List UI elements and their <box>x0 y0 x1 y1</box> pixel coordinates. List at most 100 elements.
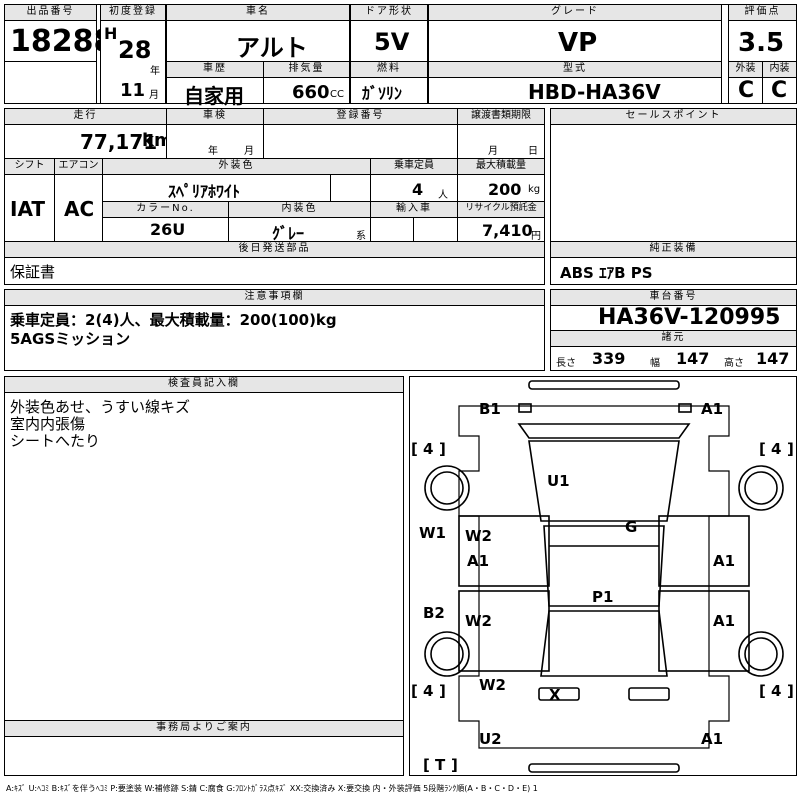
aircon-cell <box>54 174 103 242</box>
notes-line-2: 5AGSミッション <box>10 330 131 348</box>
svg-text:]: ] <box>439 440 446 458</box>
fuel: ｶﾞｿﾘﾝ <box>362 84 403 103</box>
sales-block <box>550 108 797 285</box>
color-no-label: カラーNo. <box>102 201 229 218</box>
car-name: アルト <box>236 34 308 62</box>
tire-left-bottom: 4 <box>423 682 433 700</box>
inspection-year-unit: 年 <box>208 146 218 157</box>
tire-spare: T <box>435 756 446 774</box>
max-load-cell <box>457 174 545 202</box>
height-label: 高さ <box>724 358 744 369</box>
inspector-label: 検査員記入欄 <box>4 376 404 393</box>
int-color-label: 内装色 <box>228 201 371 218</box>
fuel-cell <box>350 77 428 104</box>
mark-u1: U1 <box>547 472 570 490</box>
svg-text:[: [ <box>411 682 418 700</box>
width: 147 <box>676 349 710 368</box>
era: H <box>104 24 118 43</box>
year-unit: 年 <box>150 66 160 77</box>
max-load: 200 <box>488 180 522 199</box>
svg-text:]: ] <box>451 756 458 774</box>
inspector-line-2: 室内内張傷 <box>10 415 86 433</box>
lot-blank <box>4 61 97 104</box>
capacity-label: 乗車定員 <box>370 158 458 175</box>
mark-p1: P1 <box>592 588 613 606</box>
history-label: 車歴 <box>166 61 264 78</box>
later-parts-label: 後日発送部品 <box>4 241 545 258</box>
inspector-line-1: 外装色あせ、うすい線キズ <box>10 398 191 416</box>
score-value: 3.5 <box>738 28 785 58</box>
legend: A:ｷｽﾞ U:ﾍｺﾐ B:ｷｽﾞを伴うﾍｺﾐ P:要塗装 W:補修跡 S:錆 … <box>6 784 538 793</box>
mark-a1-br: A1 <box>701 730 723 748</box>
diagram-block <box>409 376 797 776</box>
svg-text:[: [ <box>759 682 766 700</box>
office-label: 事務局よりご案内 <box>4 720 404 737</box>
mark-a1-l: A1 <box>467 552 489 570</box>
door-label: ドア形状 <box>350 4 428 21</box>
color-no: 26U <box>150 220 186 239</box>
reg-month: 11 <box>120 80 146 101</box>
interior-label: 内装 <box>762 61 797 78</box>
reg-year: 28 <box>118 36 152 64</box>
shift-label: シフト <box>4 158 55 175</box>
grade: VP <box>558 28 598 58</box>
exterior-cell <box>728 77 763 104</box>
aircon-label: エアコン <box>54 158 103 175</box>
grade-cell <box>428 20 722 62</box>
sales-point-label: セールスポイント <box>550 108 797 125</box>
inspector-line-3: シートへたり <box>10 432 101 450</box>
interior-score: C <box>771 78 788 103</box>
lot-number: 18288 <box>10 24 115 59</box>
length: 339 <box>592 349 626 368</box>
capacity-unit: 人 <box>438 190 448 201</box>
chassis-label: 車台番号 <box>550 289 797 306</box>
mileage-unit: km <box>142 130 173 151</box>
mark-a1-tr: A1 <box>701 400 723 418</box>
lot-label: 出品番号 <box>4 4 97 21</box>
ext-color-label: 外装色 <box>102 158 371 175</box>
exterior-score: C <box>738 78 755 103</box>
exterior-label: 外装 <box>728 61 763 78</box>
tire-right-top: 4 <box>771 440 781 458</box>
capacity: 4 <box>412 180 424 199</box>
import-cell-2 <box>413 217 458 242</box>
genuine-equip: ABS ｴｱB PS <box>560 264 653 282</box>
displacement: 660 <box>292 82 330 103</box>
height: 147 <box>756 349 790 368</box>
history-cell <box>166 77 264 104</box>
shift-cell <box>4 174 55 242</box>
inspector-block <box>4 376 404 776</box>
later-parts: 保証書 <box>10 263 56 281</box>
max-load-label: 最大積載量 <box>457 158 545 175</box>
door-type: 5V <box>374 28 410 56</box>
score-label: 評価点 <box>728 4 797 21</box>
mark-w1: W1 <box>419 524 446 542</box>
car-name-cell <box>166 20 350 62</box>
model-cell <box>428 77 722 104</box>
car-diagram: [4] [4] [4] [4] [T] B1 A1 U1 W1 W2 G A1 … <box>411 380 794 774</box>
mark-g: G <box>625 518 637 536</box>
transfer-month-unit: 月 <box>488 146 498 157</box>
ext-color: ｽﾍﾟﾘｱﾎﾜｲﾄ <box>168 182 241 201</box>
notes-line-1: 乗車定員：2(4)人、最大積載量：200(100)kg <box>10 311 337 329</box>
reg-number-cell <box>263 124 458 159</box>
month-unit: 月 <box>149 90 159 101</box>
car-name-label: 車名 <box>166 4 350 21</box>
displacement-cell <box>263 77 350 104</box>
score-cell <box>728 20 797 62</box>
grade-label: グレード <box>428 4 722 21</box>
svg-text:[: [ <box>759 440 766 458</box>
mark-w2-l: W2 <box>465 527 492 545</box>
svg-text:]: ] <box>439 682 446 700</box>
max-load-unit: kg <box>528 184 541 195</box>
mark-w2-l2: W2 <box>465 612 492 630</box>
history: 自家用 <box>184 84 244 108</box>
displacement-unit: cc <box>330 89 344 100</box>
mileage: 77,171 <box>80 130 158 154</box>
int-color-suffix: 系 <box>356 231 366 242</box>
inspection-month-unit: 月 <box>244 146 254 157</box>
mark-b2: B2 <box>423 604 445 622</box>
mark-b1: B1 <box>479 400 501 418</box>
transfer-label: 譲渡書類期限 <box>457 108 545 125</box>
import-label: 輸入車 <box>370 201 458 218</box>
